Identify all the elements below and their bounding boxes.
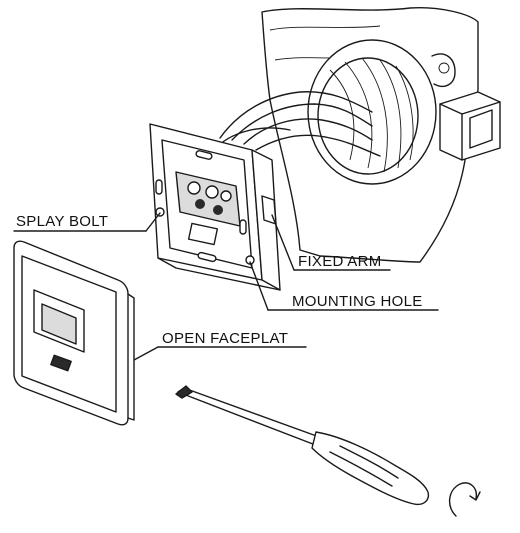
sensor-body xyxy=(149,123,281,291)
label-mounting-hole: MOUNTING HOLE xyxy=(292,293,423,310)
wires xyxy=(213,91,381,157)
label-fixed-arm: FIXED ARM xyxy=(298,253,382,270)
label-splay-bolt: SPLAY BOLT xyxy=(16,213,108,230)
leader-lines xyxy=(13,212,439,361)
faceplate xyxy=(13,240,135,426)
label-open-faceplate: OPEN FACEPLAT xyxy=(162,330,288,347)
conduit xyxy=(439,91,501,161)
rotate-arrow-icon xyxy=(449,482,481,517)
screwdriver-icon xyxy=(175,385,430,506)
